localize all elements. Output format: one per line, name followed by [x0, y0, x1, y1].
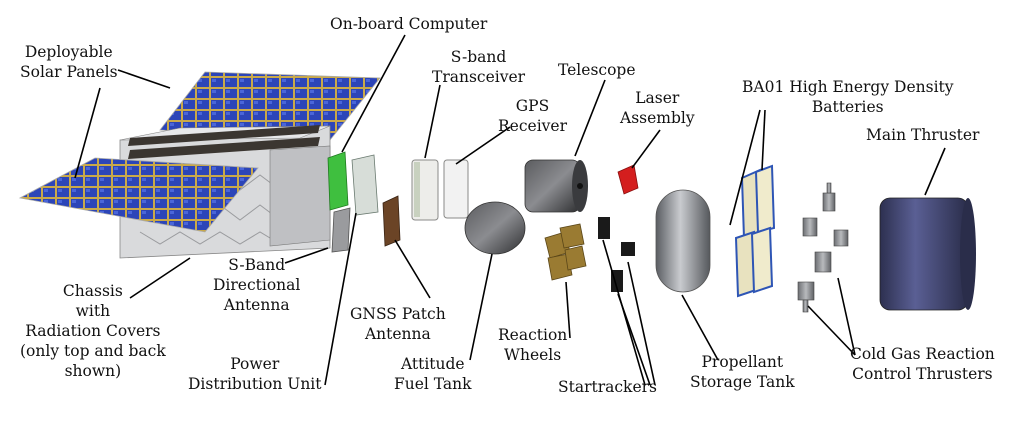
label-laser-assembly: Laser Assembly — [620, 88, 695, 128]
label-propellant-tank: Propellant Storage Tank — [690, 352, 795, 392]
label-main-thruster: Main Thruster — [866, 125, 979, 145]
gps-receiver-box — [443, 159, 469, 219]
label-line: Power — [230, 355, 280, 373]
label-line: Solar Panels — [20, 63, 118, 81]
label-batteries: BA01 High Energy Density Batteries — [742, 77, 954, 117]
laser-assembly-box — [617, 164, 639, 195]
onboard-computer-board — [327, 151, 349, 211]
reaction-wheel-cluster — [544, 223, 587, 281]
label-solar-panels: Deployable Solar Panels — [20, 42, 118, 82]
label-power-unit: Power Distribution Unit — [188, 354, 322, 394]
label-line: Distribution Unit — [188, 375, 322, 393]
label-line: Wheels — [504, 346, 562, 364]
label-line: Startrackers — [558, 378, 657, 396]
label-line: Receiver — [498, 117, 567, 135]
label-sband-antenna: S-Band Directional Antenna — [213, 255, 300, 315]
label-line: Reaction — [498, 326, 568, 344]
label-attitude-tank: Attitude Fuel Tank — [394, 354, 472, 394]
label-line: Deployable — [24, 43, 113, 61]
label-line: Storage Tank — [690, 373, 795, 391]
label-telescope: Telescope — [558, 60, 636, 80]
label-line: Main Thruster — [866, 126, 980, 144]
label-line: Radiation Covers — [25, 322, 161, 340]
label-line: Attitude — [400, 355, 465, 373]
label-startrackers: Startrackers — [558, 377, 657, 397]
leader-lines — [74, 34, 946, 386]
startracker-1 — [598, 217, 610, 239]
label-line: Chassis — [62, 282, 123, 300]
label-line: Antenna — [223, 296, 290, 314]
battery-stack — [734, 164, 776, 298]
label-line: GPS — [515, 97, 550, 115]
label-cold-gas-thrusters: Cold Gas Reaction Control Thrusters — [850, 344, 995, 384]
startracker-2 — [621, 242, 635, 256]
power-distribution-board — [351, 154, 379, 216]
attitude-fuel-tank — [464, 201, 526, 255]
side-solar-panel — [18, 157, 259, 233]
telescope-body — [524, 159, 588, 213]
label-line: Telescope — [558, 61, 636, 79]
label-chassis: Chassis with Radiation Covers (only top … — [20, 281, 166, 381]
label-line: Transceiver — [432, 68, 526, 86]
label-line: Antenna — [364, 325, 431, 343]
label-line: Control Thrusters — [852, 365, 993, 383]
sband-antenna-plate — [331, 207, 351, 253]
label-line: On-board Computer — [330, 15, 488, 33]
label-line: S-Band — [228, 256, 286, 274]
label-line: Fuel Tank — [394, 375, 472, 393]
label-sband-transceiver: S-band Transceiver — [432, 47, 525, 87]
label-line: Propellant — [701, 353, 784, 371]
label-gnss-antenna: GNSS Patch Antenna — [350, 304, 446, 344]
label-onboard-computer: On-board Computer — [330, 14, 487, 34]
label-gps-receiver: GPS Receiver — [498, 96, 567, 136]
label-line: with — [75, 302, 111, 320]
propellant-storage-tank — [655, 189, 711, 293]
label-reaction-wheels: Reaction Wheels — [498, 325, 567, 365]
label-line: Cold Gas Reaction — [850, 345, 995, 363]
gnss-patch-block — [382, 195, 401, 247]
label-line: shown) — [64, 362, 122, 380]
label-line: Batteries — [811, 98, 884, 116]
label-line: Assembly — [620, 109, 695, 127]
label-line: (only top and back — [20, 342, 166, 360]
label-line: GNSS Patch — [350, 305, 446, 323]
label-line: Directional — [213, 276, 301, 294]
label-line: S-band — [450, 48, 507, 66]
label-line: BA01 High Energy Density — [742, 78, 954, 96]
label-line: Laser — [635, 89, 680, 107]
main-thruster-body — [879, 197, 976, 311]
cold-gas-thrusters — [797, 182, 849, 313]
